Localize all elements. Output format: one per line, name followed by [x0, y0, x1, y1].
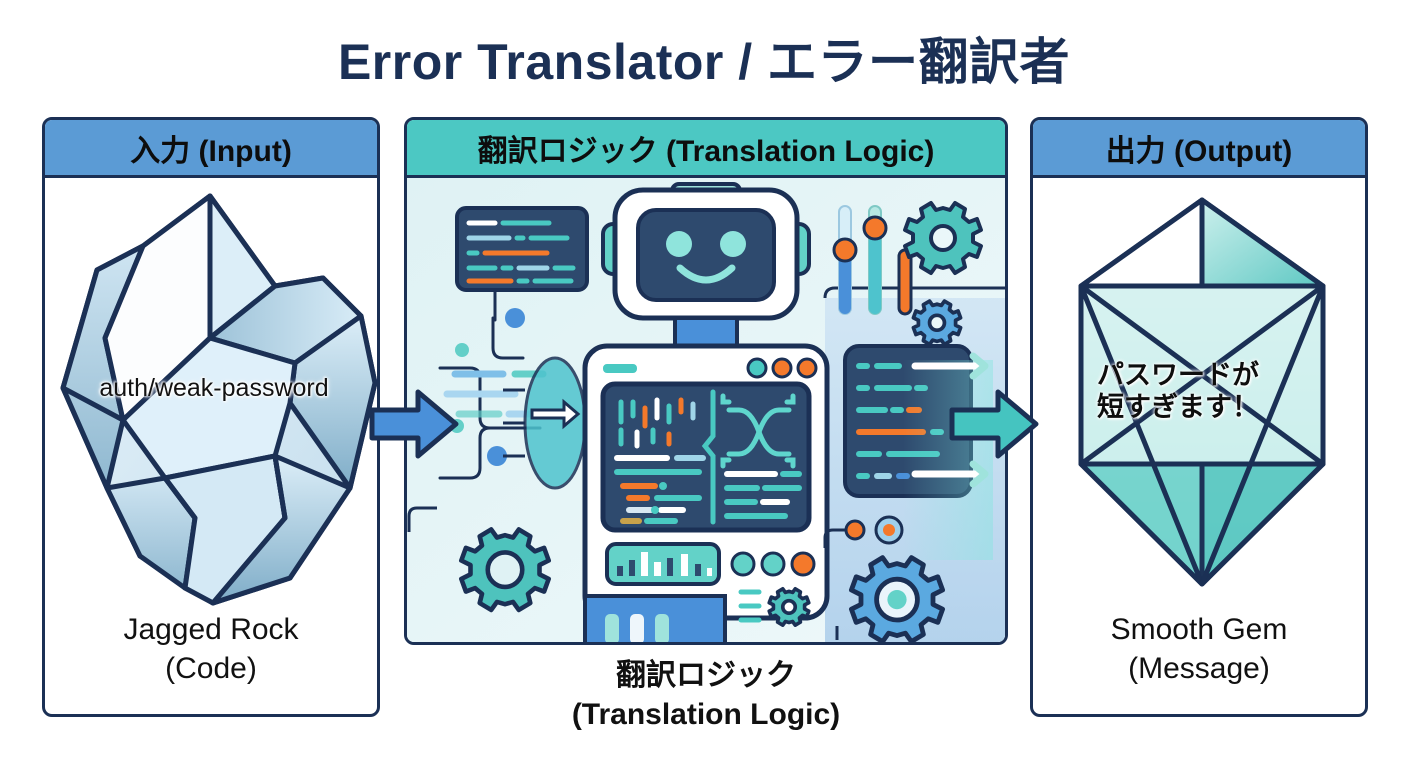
gear-icon — [911, 299, 963, 347]
panel-input-caption: Jagged Rock (Code) — [45, 611, 377, 688]
panel-logic: 翻訳ロジック (Translation Logic) — [404, 117, 1008, 645]
gear-icon — [767, 586, 811, 627]
panel-logic-header: 翻訳ロジック (Translation Logic) — [407, 120, 1005, 178]
caption-line-2: (Translation Logic) — [571, 698, 841, 731]
caption-line-1: Smooth Gem — [1110, 613, 1288, 647]
bar-chart-icon — [605, 542, 721, 586]
caption-line-2: (Code) — [165, 651, 257, 685]
panel-logic-caption: 翻訳ロジック (Translation Logic) — [404, 656, 1008, 734]
sliders-icon — [832, 205, 913, 316]
shuffle-icon — [720, 393, 796, 469]
jagged-rock-icon — [60, 193, 377, 606]
code-panel-icon — [455, 206, 589, 292]
panel-output-header: 出力 (Output) — [1033, 120, 1365, 178]
panel-output-caption: Smooth Gem (Message) — [1033, 611, 1365, 688]
page-title: Error Translator / エラー翻訳者 — [337, 34, 1071, 90]
gear-icon — [848, 555, 946, 642]
arrow-input-to-logic — [369, 389, 459, 459]
arrow-logic-to-output — [949, 389, 1039, 459]
code-panel-icon — [843, 344, 993, 560]
translation-machine-illustration — [407, 178, 1005, 642]
panel-input-body: auth/weak-password Jagged Rock (Code) — [45, 178, 377, 714]
panel-input: 入力 (Input) — [42, 117, 380, 717]
caption-line-1: 翻訳ロジック — [616, 659, 796, 692]
panel-output-body: パスワードが 短すぎます！ Smooth Gem (Message) — [1033, 178, 1365, 714]
panel-output: 出力 (Output) — [1030, 117, 1368, 717]
caption-line-1: Jagged Rock — [123, 613, 299, 647]
panel-logic-body — [407, 178, 1005, 642]
gear-icon — [459, 527, 551, 613]
caption-line-2: (Message) — [1128, 651, 1270, 685]
gear-icon — [903, 201, 983, 275]
robot-icon — [601, 182, 811, 348]
panel-input-header: 入力 (Input) — [45, 120, 377, 178]
smooth-gem-icon — [1078, 197, 1326, 587]
